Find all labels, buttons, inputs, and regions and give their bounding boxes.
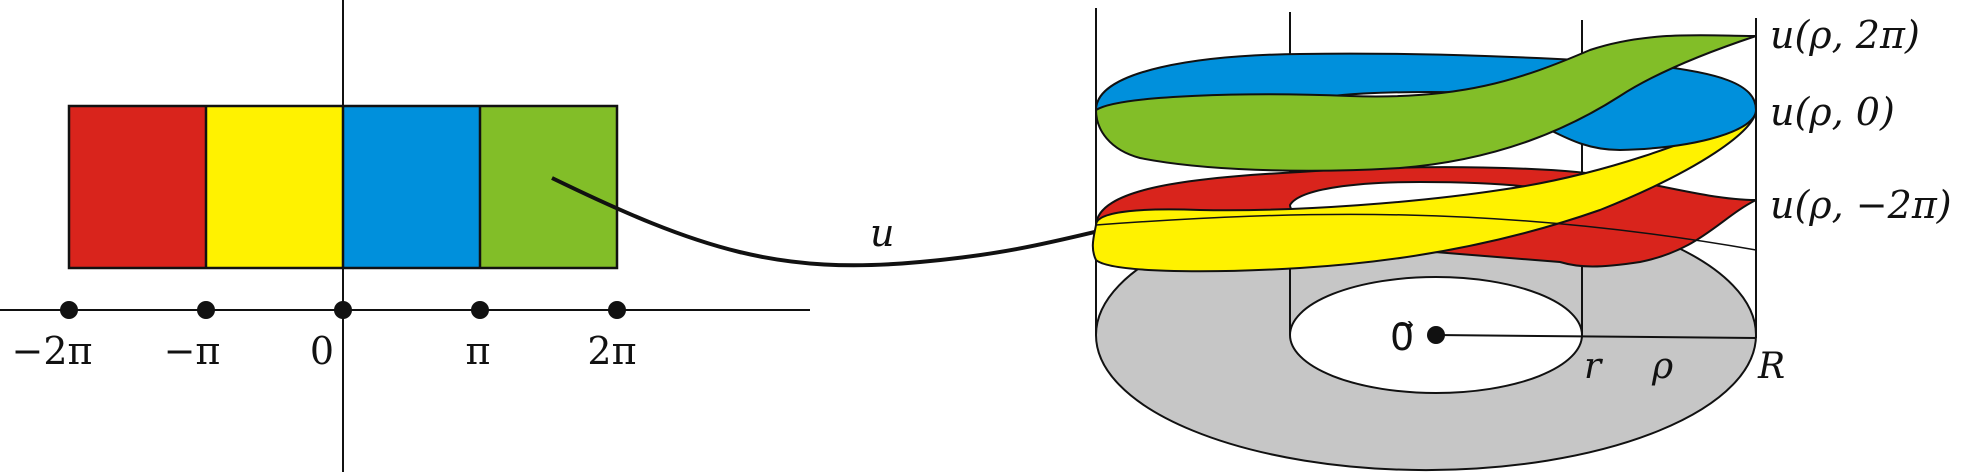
origin-point	[1427, 326, 1445, 344]
axis-tick-points	[60, 301, 626, 319]
real-axis	[0, 0, 810, 472]
tick-label-pi: π	[466, 329, 491, 373]
tick-point-pi	[471, 301, 489, 319]
tick-point-minus-pi	[197, 301, 215, 319]
surface-yellow	[1091, 108, 1758, 273]
surface-edge-line	[1095, 213, 1757, 251]
tick-label-2pi: 2π	[587, 329, 636, 373]
label-u-rho-0: u(ρ, 0)	[1770, 90, 1895, 134]
tick-label-minus-pi: −π	[164, 329, 221, 373]
map-label-u: u	[870, 211, 894, 255]
radius-label-rho: ρ	[1651, 346, 1673, 387]
radius-label-R: R	[1757, 346, 1785, 387]
radius-line	[1435, 334, 1757, 339]
axis-tick-labels: −2π −π 0 π 2π	[12, 329, 637, 373]
color-strip	[67, 104, 619, 270]
surface-green	[1094, 34, 1757, 172]
origin-label: 0⃗	[1390, 315, 1414, 359]
strip-yellow-segment	[206, 106, 343, 268]
label-u-rho-2pi: u(ρ, 2π)	[1770, 13, 1920, 57]
surface-labels: u(ρ, 2π) u(ρ, 0) u(ρ, −2π)	[1770, 13, 1952, 227]
strip-green-segment	[480, 106, 617, 268]
label-u-rho-minus-2pi: u(ρ, −2π)	[1770, 183, 1952, 227]
tick-point-zero	[334, 301, 352, 319]
tick-label-minus-2pi: −2π	[12, 329, 93, 373]
strip-red-segment	[69, 106, 206, 268]
tick-point-2pi	[608, 301, 626, 319]
tick-point-minus-2pi	[60, 301, 78, 319]
tick-label-zero: 0	[310, 329, 334, 373]
radius-label-r: r	[1584, 346, 1603, 387]
strip-blue-segment	[343, 106, 480, 268]
map-arrow	[551, 176, 1122, 268]
